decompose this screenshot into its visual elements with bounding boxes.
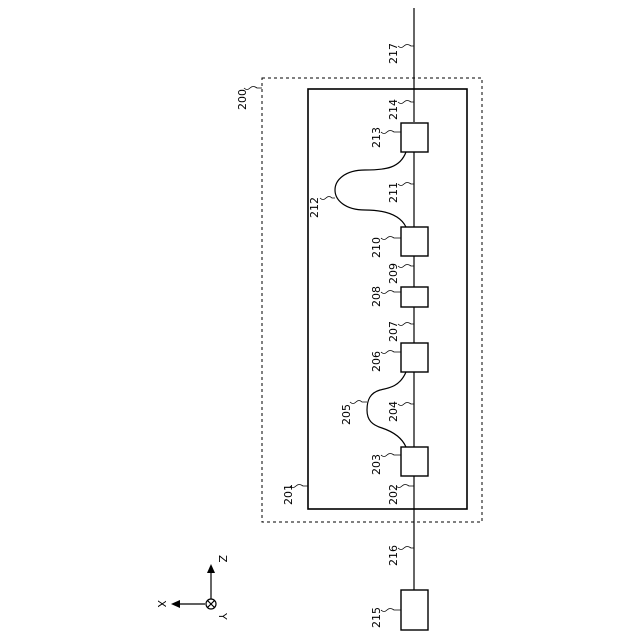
axis-label-z: Z	[216, 555, 229, 563]
label-212: 212	[308, 197, 321, 218]
label-211: 211	[387, 182, 400, 203]
component-208	[401, 287, 428, 307]
label-202-group: 202	[387, 484, 414, 505]
label-211-group: 211	[387, 182, 414, 203]
label-208: 208	[370, 286, 383, 307]
coordinate-axes: Z X Y	[155, 555, 229, 620]
housing-frame-201	[308, 89, 467, 509]
label-213: 213	[370, 127, 383, 148]
label-215-group: 215	[370, 607, 401, 628]
label-206: 206	[370, 351, 383, 372]
component-206	[401, 343, 428, 372]
label-214-group: 214	[387, 99, 414, 120]
label-208-group: 208	[370, 286, 401, 307]
label-200-group: 200	[236, 87, 262, 111]
label-201-group: 201	[282, 484, 308, 505]
label-210: 210	[370, 237, 383, 258]
label-210-group: 210	[370, 237, 401, 259]
label-217-group: 217	[387, 43, 414, 64]
component-215	[401, 590, 428, 630]
label-203-group: 203	[370, 454, 401, 476]
component-203	[401, 447, 428, 476]
axis-label-x: X	[155, 600, 168, 608]
z-axis-arrowhead	[207, 564, 215, 573]
axis-label-y: Y	[216, 612, 229, 620]
component-213	[401, 123, 428, 152]
label-216-group: 216	[387, 545, 414, 566]
label-209-group: 209	[387, 263, 414, 284]
label-205-group: 205	[340, 401, 367, 426]
label-200: 200	[236, 89, 249, 110]
label-206-group: 206	[370, 351, 401, 373]
label-204-group: 204	[387, 401, 414, 422]
label-213-group: 213	[370, 127, 401, 148]
label-205: 205	[340, 404, 353, 425]
component-210	[401, 227, 428, 256]
label-207-group: 207	[387, 321, 414, 342]
label-212-group: 212	[308, 197, 335, 219]
x-axis-arrowhead	[171, 600, 180, 608]
label-203: 203	[370, 454, 383, 475]
